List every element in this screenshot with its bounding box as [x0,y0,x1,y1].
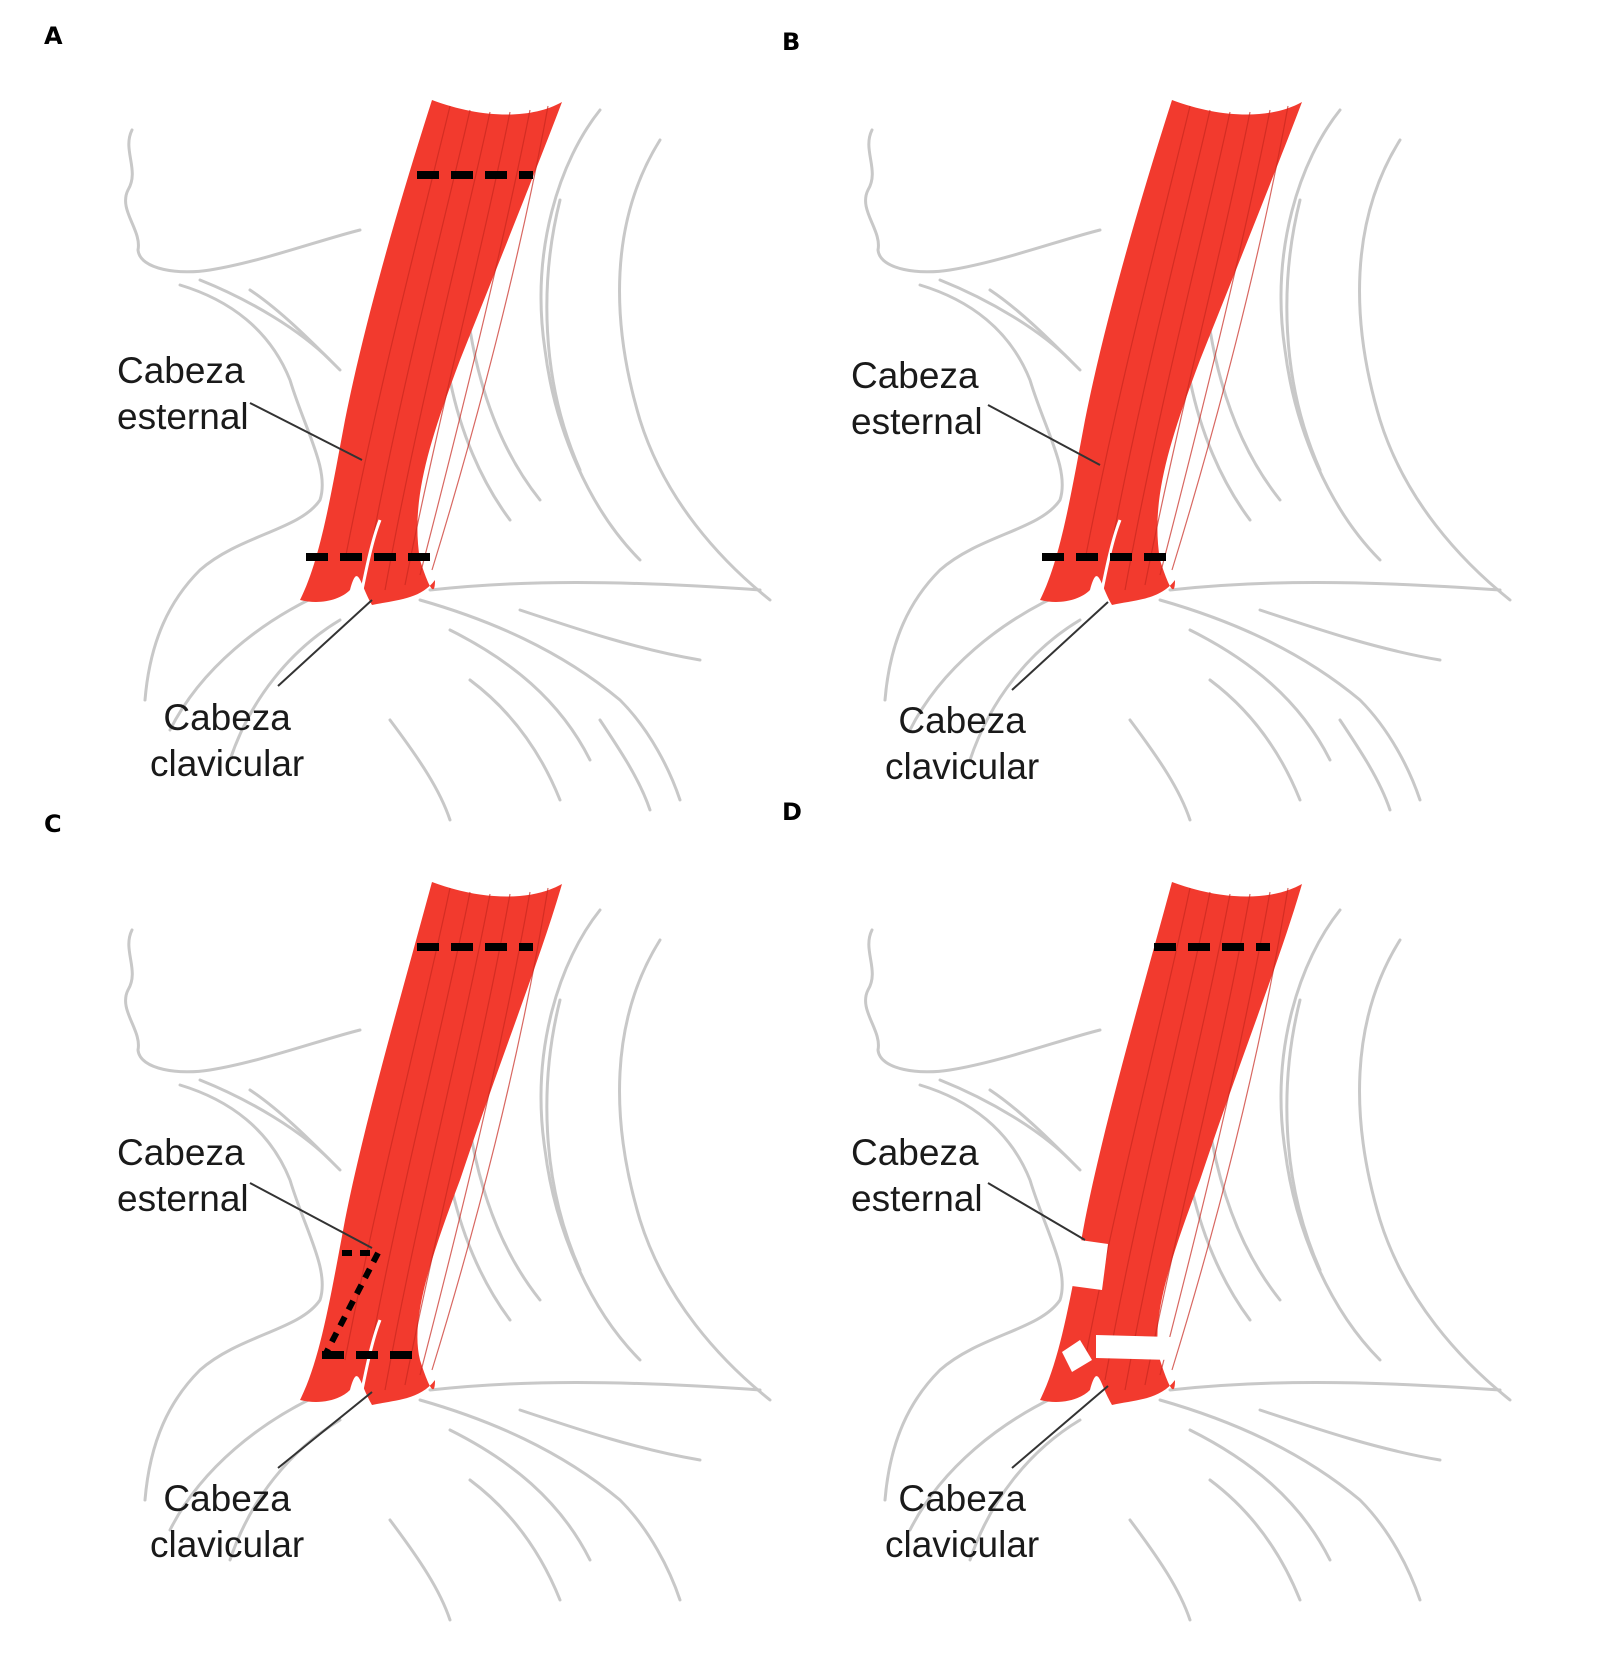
panel-letter: C [44,812,62,836]
label-line: Cabeza [885,698,1039,744]
label-line: Cabeza [885,1476,1039,1522]
clavicular-head-label: Cabeza clavicular [885,698,1039,790]
sternal-head-label: Cabeza esternal [117,1130,249,1222]
label-line: Cabeza [150,1476,304,1522]
clavicular-head-label: Cabeza clavicular [150,695,304,787]
label-line: Cabeza [150,695,304,741]
label-line: clavicular [150,1522,304,1568]
label-line: esternal [851,1176,983,1222]
label-line: Cabeza [851,1130,983,1176]
panel-d: D Cabeza esternal Cabeza clavicular [740,800,1543,1630]
label-line: clavicular [150,741,304,787]
label-line: clavicular [885,744,1039,790]
sternal-head-label: Cabeza esternal [851,1130,983,1222]
panel-a: A Cabeza esternal Cabeza clavicular [0,0,803,830]
sternocleidomastoid-muscle [300,882,562,1405]
clavicular-head-label: Cabeza clavicular [885,1476,1039,1568]
panel-letter: B [782,30,800,54]
label-line: Cabeza [117,1130,249,1176]
panel-letter: A [44,24,63,48]
sternocleidomastoid-muscle [1040,882,1302,1405]
sternal-head-label: Cabeza esternal [117,348,249,440]
sternal-head-label: Cabeza esternal [851,353,983,445]
panel-c: C Cabeza esternal Cabeza clavicular [0,800,803,1630]
sternocleidomastoid-muscle [1040,100,1302,605]
panel-b: B Cabeza esternal Cabeza clavicular [740,0,1543,830]
label-line: esternal [117,1176,249,1222]
label-line: esternal [117,394,249,440]
panel-letter: D [782,800,802,824]
label-line: esternal [851,399,983,445]
label-line: Cabeza [117,348,249,394]
label-line: Cabeza [851,353,983,399]
clavicular-head-label: Cabeza clavicular [150,1476,304,1568]
label-line: clavicular [885,1522,1039,1568]
